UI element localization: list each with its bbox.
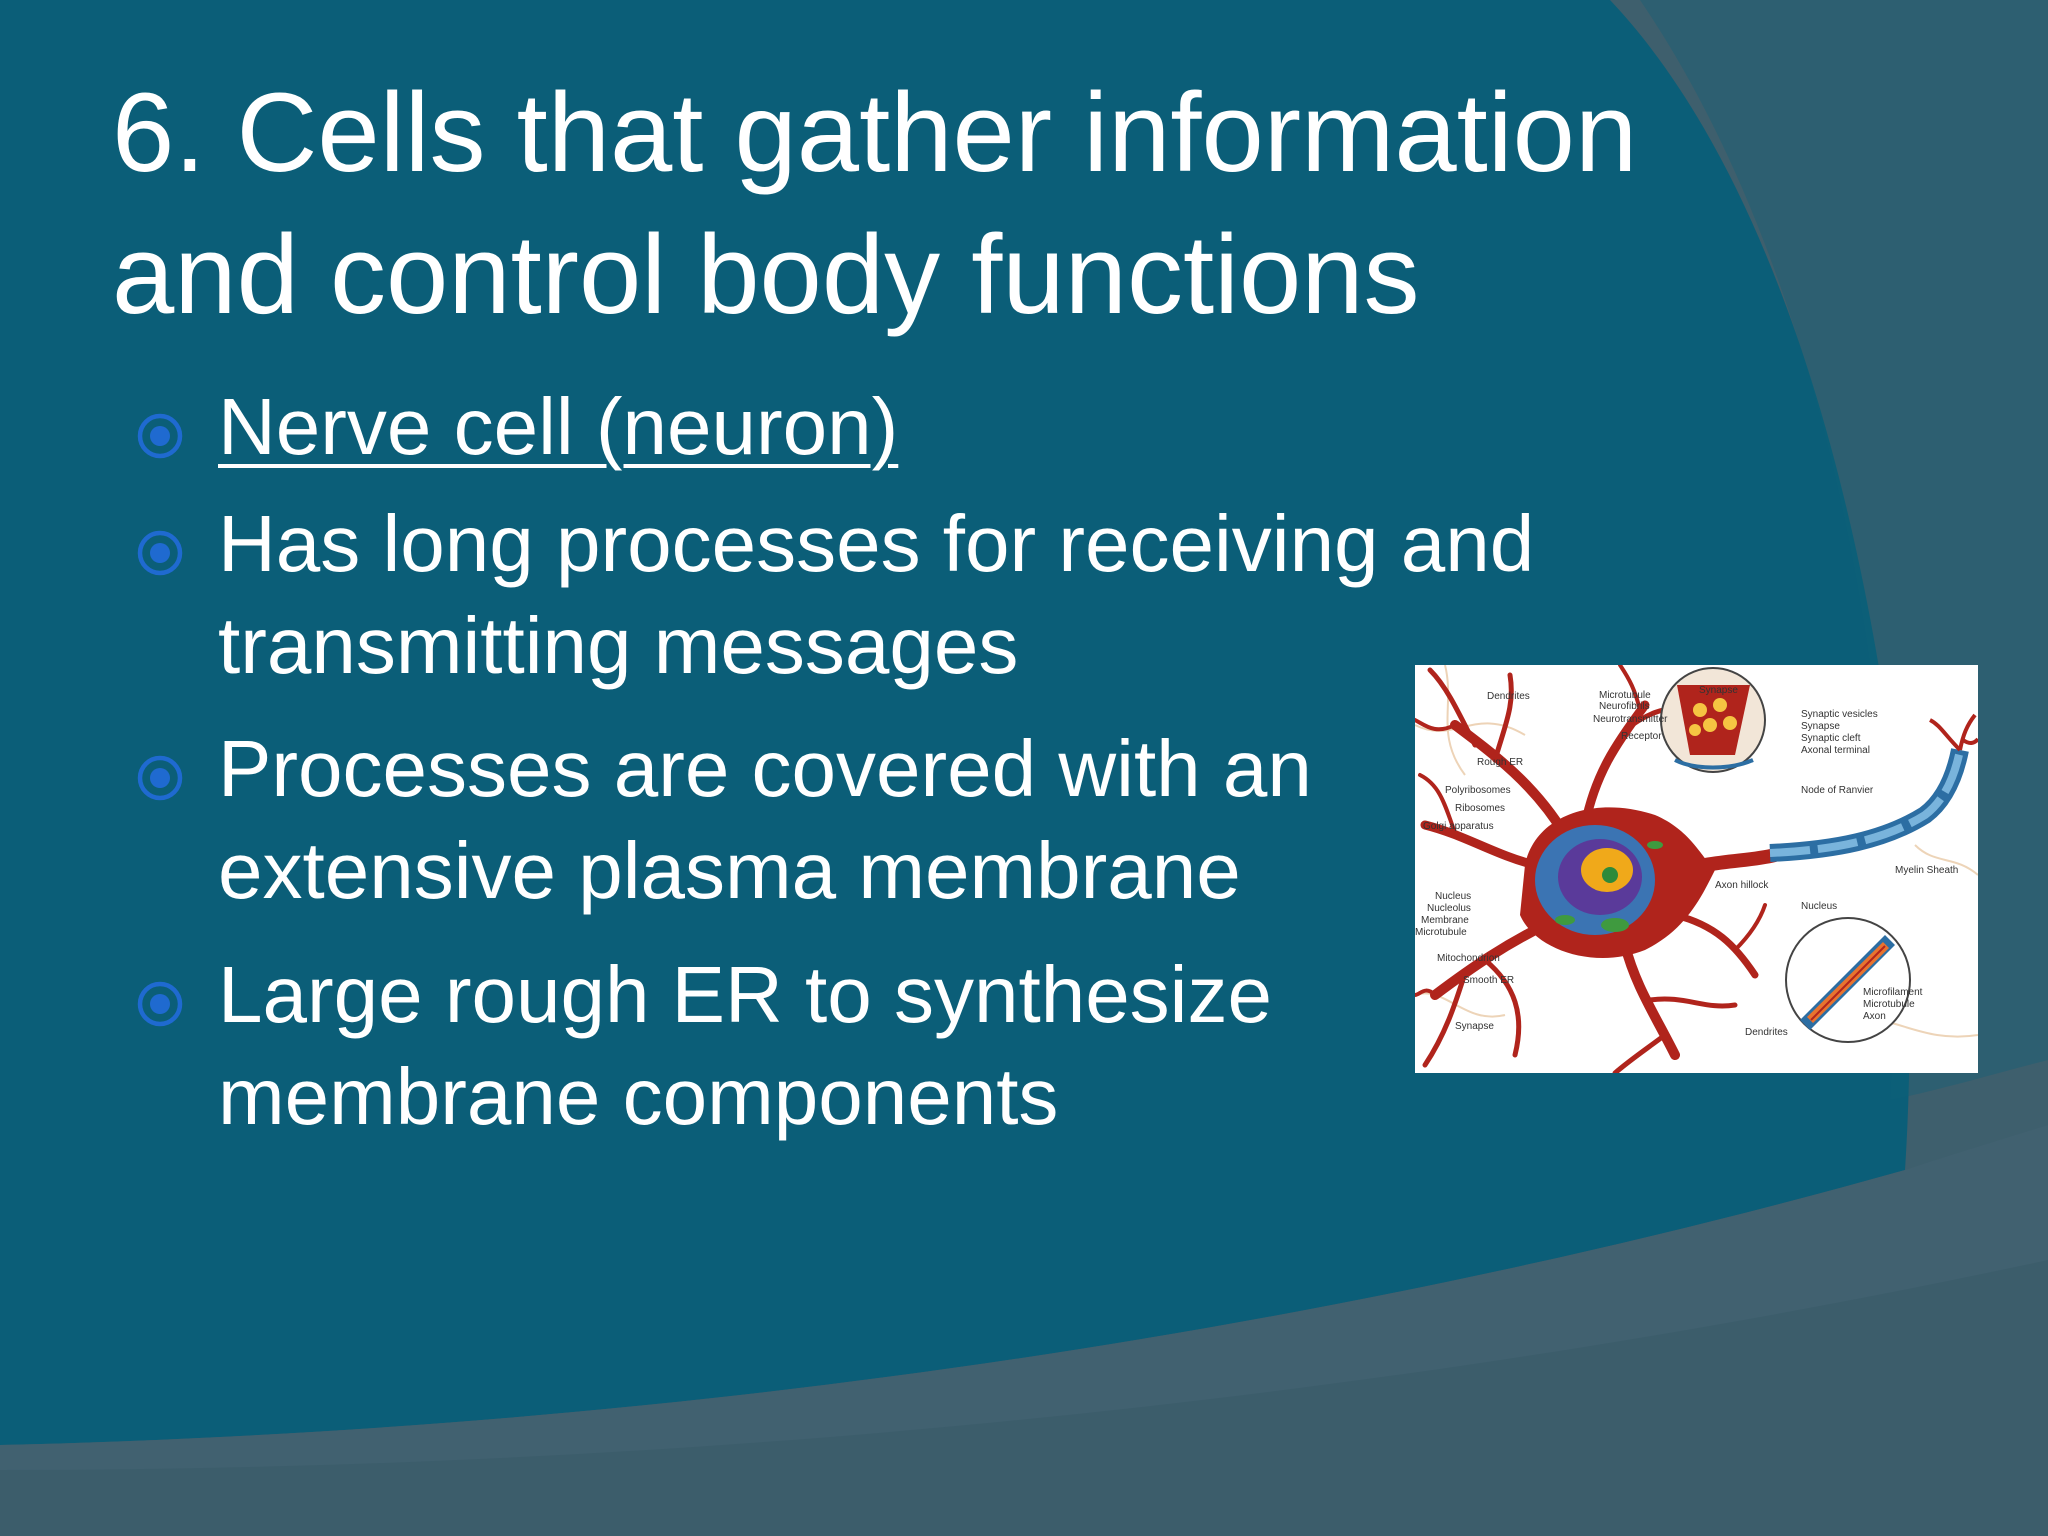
synapse-inset [1660,667,1766,773]
label-dendrites-top: Dendrites [1487,691,1530,702]
label-golgi-apparatus: Golgi apparatus [1423,821,1494,832]
label-axonal-terminal: Axonal terminal [1801,745,1870,756]
label-rough-er: Rough ER [1477,757,1523,768]
label-synaptic-vesicles: Synaptic vesicles [1801,709,1878,720]
nerve-cell-link[interactable]: Nerve cell (neuron) [218,382,899,471]
label-synapse: Synapse [1699,685,1738,696]
label-nucleus-2: Nucleus [1801,901,1837,912]
label-microtubule-2: Microtubule [1415,927,1467,938]
axon-inset [1785,917,1911,1043]
label-ribosomes: Ribosomes [1455,803,1505,814]
organelles [1555,841,1663,932]
circled-dot-icon [137,981,183,1027]
label-neurofibrils: Neurofibrils [1599,701,1650,712]
dendrites [1415,665,1767,1073]
label-mitochondrion: Mitochondrion [1437,953,1500,964]
label-neurotransmitter: Neurotransmitter [1593,714,1668,725]
bullet-2-line-1: Has long processes for receiving and [218,499,1535,588]
bullet-3-line-1: Processes are covered with an [218,724,1312,813]
axon-terminals [1929,713,1978,752]
label-synapse-2: Synapse [1801,721,1840,732]
label-receptor: Receptor [1621,731,1662,742]
bullet-4-line-2: membrane components [218,1052,1059,1141]
label-nucleolus: Nucleolus [1427,903,1471,914]
circled-dot-icon [137,530,183,576]
label-synaptic-cleft: Synaptic cleft [1801,733,1861,744]
label-microtubule-3: Microtubule [1863,999,1915,1010]
neuron-diagram: Dendrites Microtubule Neurofibrils Neuro… [1415,665,1978,1073]
label-nucleus-1: Nucleus [1435,891,1471,902]
title-line-1: 6. Cells that gather information [112,70,1638,195]
bullet-3-line-2: extensive plasma membrane [218,826,1241,915]
bullet-2-line-2: transmitting messages [218,601,1019,690]
label-synapse-3: Synapse [1455,1021,1494,1032]
bullet-4-line-1: Large rough ER to synthesize [218,950,1272,1039]
label-microtubule: Microtubule [1599,690,1651,701]
axon-hillock-shape [1703,848,1777,872]
label-microfilament: Microfilament [1863,987,1923,998]
circled-dot-icon [137,755,183,801]
circled-dot-icon [137,413,183,459]
label-node-of-ranvier: Node of Ranvier [1801,785,1874,796]
label-membrane: Membrane [1421,915,1469,926]
label-axon-hillock: Axon hillock [1715,880,1769,891]
title-line-2: and control body functions [112,212,1420,337]
diagram-labels: Dendrites Microtubule Neurofibrils Neuro… [1415,685,1958,1038]
label-polyribosomes: Polyribosomes [1445,785,1511,796]
label-smooth-er: Smooth ER [1463,975,1514,986]
label-axon: Axon [1863,1011,1886,1022]
label-dendrites-bottom: Dendrites [1745,1027,1788,1038]
slide-title: 6. Cells that gather information and con… [112,62,1812,346]
myelinated-axon [1769,748,1969,862]
neuron-illustration: Dendrites Microtubule Neurofibrils Neuro… [1415,665,1978,1073]
label-myelin-sheath: Myelin Sheath [1895,865,1958,876]
